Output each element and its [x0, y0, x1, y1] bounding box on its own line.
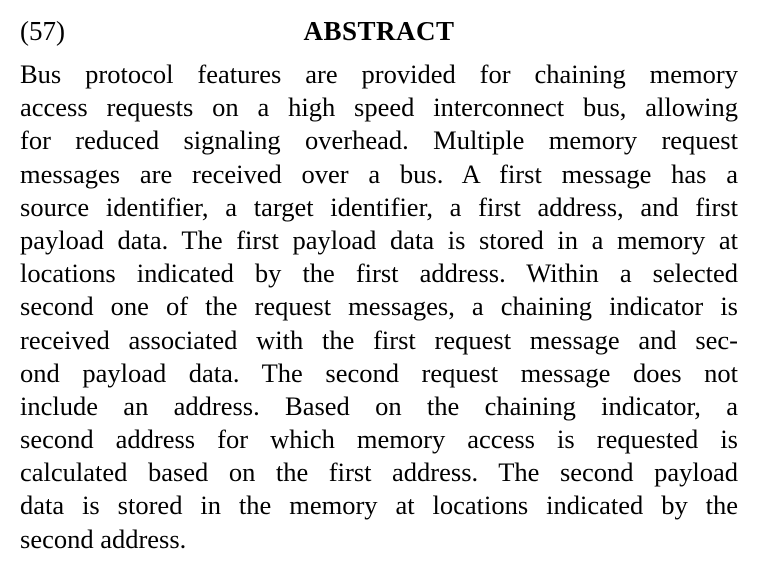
abstract-line: second one of the request messages, a ch…	[20, 291, 738, 322]
section-number: (57)	[20, 16, 65, 46]
abstract-line: source identifier, a target identifier, …	[20, 191, 738, 222]
abstract-page: (57) ABSTRACT Bus protocol features are …	[20, 14, 738, 556]
abstract-line: for reduced signaling overhead. Multiple…	[20, 125, 738, 156]
abstract-line: second address for which memory access i…	[20, 424, 738, 455]
abstract-line: received associated with the first reque…	[20, 324, 738, 355]
abstract-line: payload data. The first payload data is …	[20, 224, 738, 255]
abstract-line: include an address. Based on the chainin…	[20, 390, 738, 421]
abstract-line: second address.	[20, 523, 187, 554]
abstract-line: Bus protocol features are provided for c…	[20, 59, 738, 89]
abstract-header: (57) ABSTRACT	[20, 14, 738, 48]
abstract-line: locations indicated by the first address…	[20, 258, 738, 289]
abstract-body: Bus protocol features are provided for c…	[20, 58, 738, 556]
abstract-line: calculated based on the first address. T…	[20, 457, 738, 488]
abstract-line: access requests on a high speed intercon…	[20, 92, 738, 123]
section-title: ABSTRACT	[303, 16, 455, 46]
abstract-line: messages are received over a bus. A firs…	[20, 158, 738, 189]
abstract-line: ond payload data. The second request mes…	[20, 357, 738, 388]
abstract-line: data is stored in the memory at location…	[20, 490, 738, 521]
